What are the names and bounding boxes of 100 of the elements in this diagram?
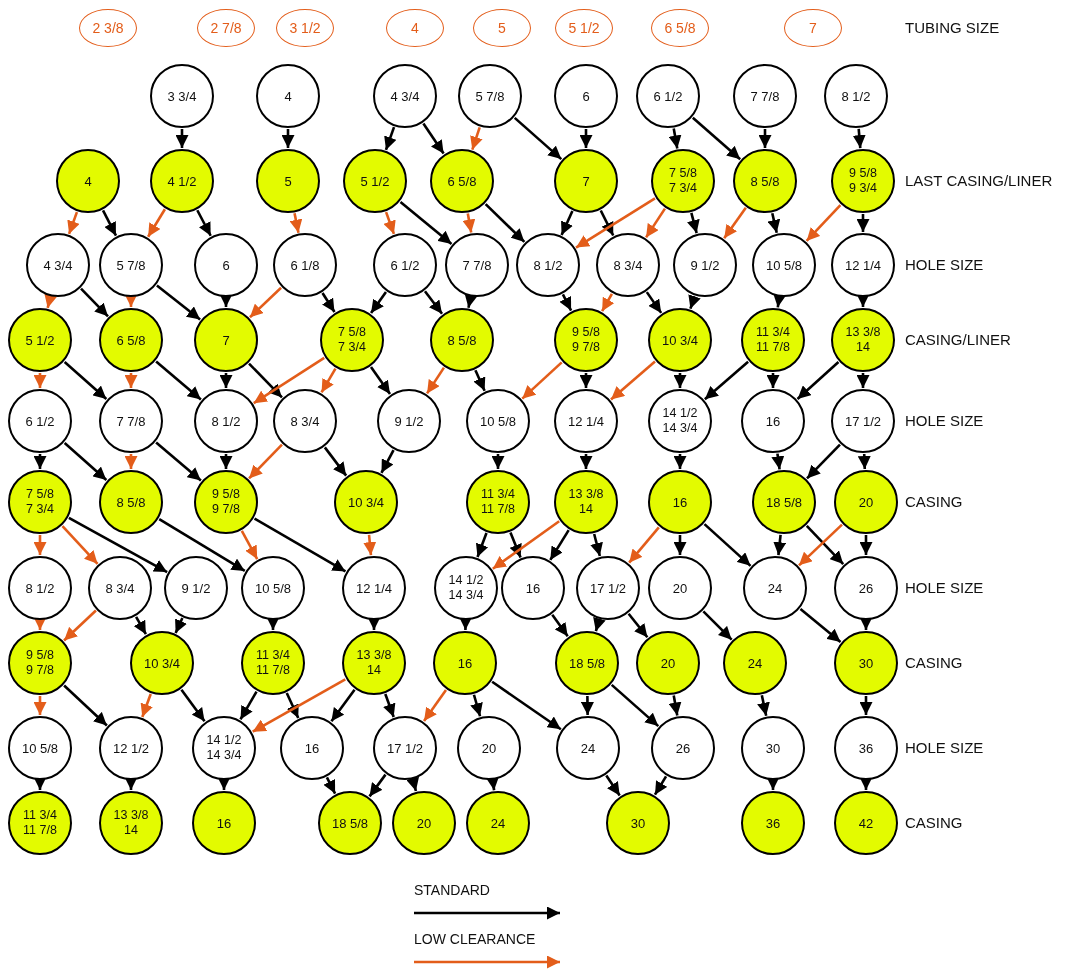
arrow <box>470 126 483 151</box>
size-circle <box>648 389 712 453</box>
size-circle <box>466 791 530 855</box>
arrow <box>771 453 785 470</box>
size-circle <box>824 64 888 128</box>
size-circle <box>99 308 163 372</box>
arrow <box>798 523 843 567</box>
arrow <box>757 695 770 716</box>
arrow <box>856 373 870 388</box>
arrow <box>155 360 202 401</box>
arrow <box>605 774 621 797</box>
size-value: 20 <box>416 815 432 831</box>
arrow <box>627 612 649 639</box>
size-circle <box>834 716 898 780</box>
size-circle <box>150 64 214 128</box>
arrow <box>147 208 166 238</box>
arrow <box>560 210 574 236</box>
size-value: 6 5/8 <box>447 173 477 189</box>
size-value: 5 7/8 <box>475 88 505 104</box>
size-value: 11 7/8 <box>256 663 290 678</box>
size-value: 10 5/8 <box>21 740 59 756</box>
arrow <box>668 128 682 149</box>
size-circle <box>752 470 816 534</box>
size-circle <box>554 64 618 128</box>
size-value: 3 1/2 <box>289 20 321 36</box>
size-circle <box>651 716 715 780</box>
size-value: 11 7/8 <box>481 502 515 517</box>
arrow <box>799 608 842 643</box>
size-value: 24 <box>580 740 596 756</box>
size-value: 4 <box>411 20 419 36</box>
size-value: 26 <box>858 580 874 596</box>
size-value: 14 <box>579 502 593 517</box>
arrow <box>859 535 873 555</box>
arrow <box>796 361 840 400</box>
row-label: CASING <box>905 814 963 831</box>
arrow <box>369 366 392 395</box>
size-value: 13 3/8 <box>845 325 881 340</box>
size-value: 11 3/4 <box>23 808 57 823</box>
arrow <box>124 294 138 307</box>
size-circle <box>433 631 497 695</box>
arrow <box>124 454 138 469</box>
size-circle <box>8 470 72 534</box>
row-label: HOLE SIZE <box>905 579 984 596</box>
size-circle <box>636 631 700 695</box>
size-circle <box>648 556 712 620</box>
size-circle <box>241 556 305 620</box>
size-circle <box>673 233 737 297</box>
size-value: 6 1/8 <box>290 257 320 273</box>
arrow <box>370 291 388 314</box>
size-circle <box>8 308 72 372</box>
arrow <box>61 525 99 565</box>
size-circle <box>831 233 895 297</box>
arrow <box>68 516 168 574</box>
size-circle <box>466 470 530 534</box>
size-value: 7 7/8 <box>116 413 146 429</box>
size-value: 3 3/4 <box>167 88 197 104</box>
size-value: 18 5/8 <box>331 815 369 831</box>
arrow <box>67 211 80 235</box>
size-oval <box>79 9 137 47</box>
size-value: 18 5/8 <box>568 655 606 671</box>
arrow <box>628 526 660 564</box>
arrow <box>367 617 381 630</box>
arrow <box>773 534 787 556</box>
arrow <box>63 441 108 482</box>
size-value: 17 1/2 <box>844 413 882 429</box>
size-circle <box>256 64 320 128</box>
arrow <box>248 443 283 480</box>
arrow <box>599 209 615 237</box>
size-value: 5 1/2 <box>25 332 55 348</box>
arrow <box>688 294 701 310</box>
size-value: 14 1/2 <box>662 406 698 421</box>
size-value: 4 <box>84 173 92 189</box>
size-circle <box>8 556 72 620</box>
size-value: 7 5/8 <box>338 325 366 340</box>
size-circle <box>8 631 72 695</box>
size-circle <box>834 791 898 855</box>
size-value: 9 1/2 <box>394 413 424 429</box>
row-label: CASING <box>905 654 963 671</box>
arrow <box>219 454 233 469</box>
size-value: 17 1/2 <box>589 580 627 596</box>
size-value: 14 <box>367 663 381 678</box>
size-circle <box>99 470 163 534</box>
size-value: 16 <box>216 815 232 831</box>
size-circle <box>194 233 258 297</box>
size-value: 7 <box>582 173 590 189</box>
size-value: 10 5/8 <box>479 413 517 429</box>
arrow <box>124 373 138 388</box>
size-circle <box>280 716 344 780</box>
size-value: 4 1/2 <box>167 173 197 189</box>
size-circle <box>99 791 163 855</box>
size-value: 11 7/8 <box>23 823 57 838</box>
size-value: 9 5/8 <box>26 648 54 663</box>
arrow <box>653 775 668 796</box>
arrow <box>593 616 606 632</box>
size-circle <box>741 716 805 780</box>
size-circle <box>334 470 398 534</box>
size-circle <box>606 791 670 855</box>
arrow <box>580 696 594 715</box>
arrow <box>368 773 387 798</box>
arrow <box>44 293 58 309</box>
